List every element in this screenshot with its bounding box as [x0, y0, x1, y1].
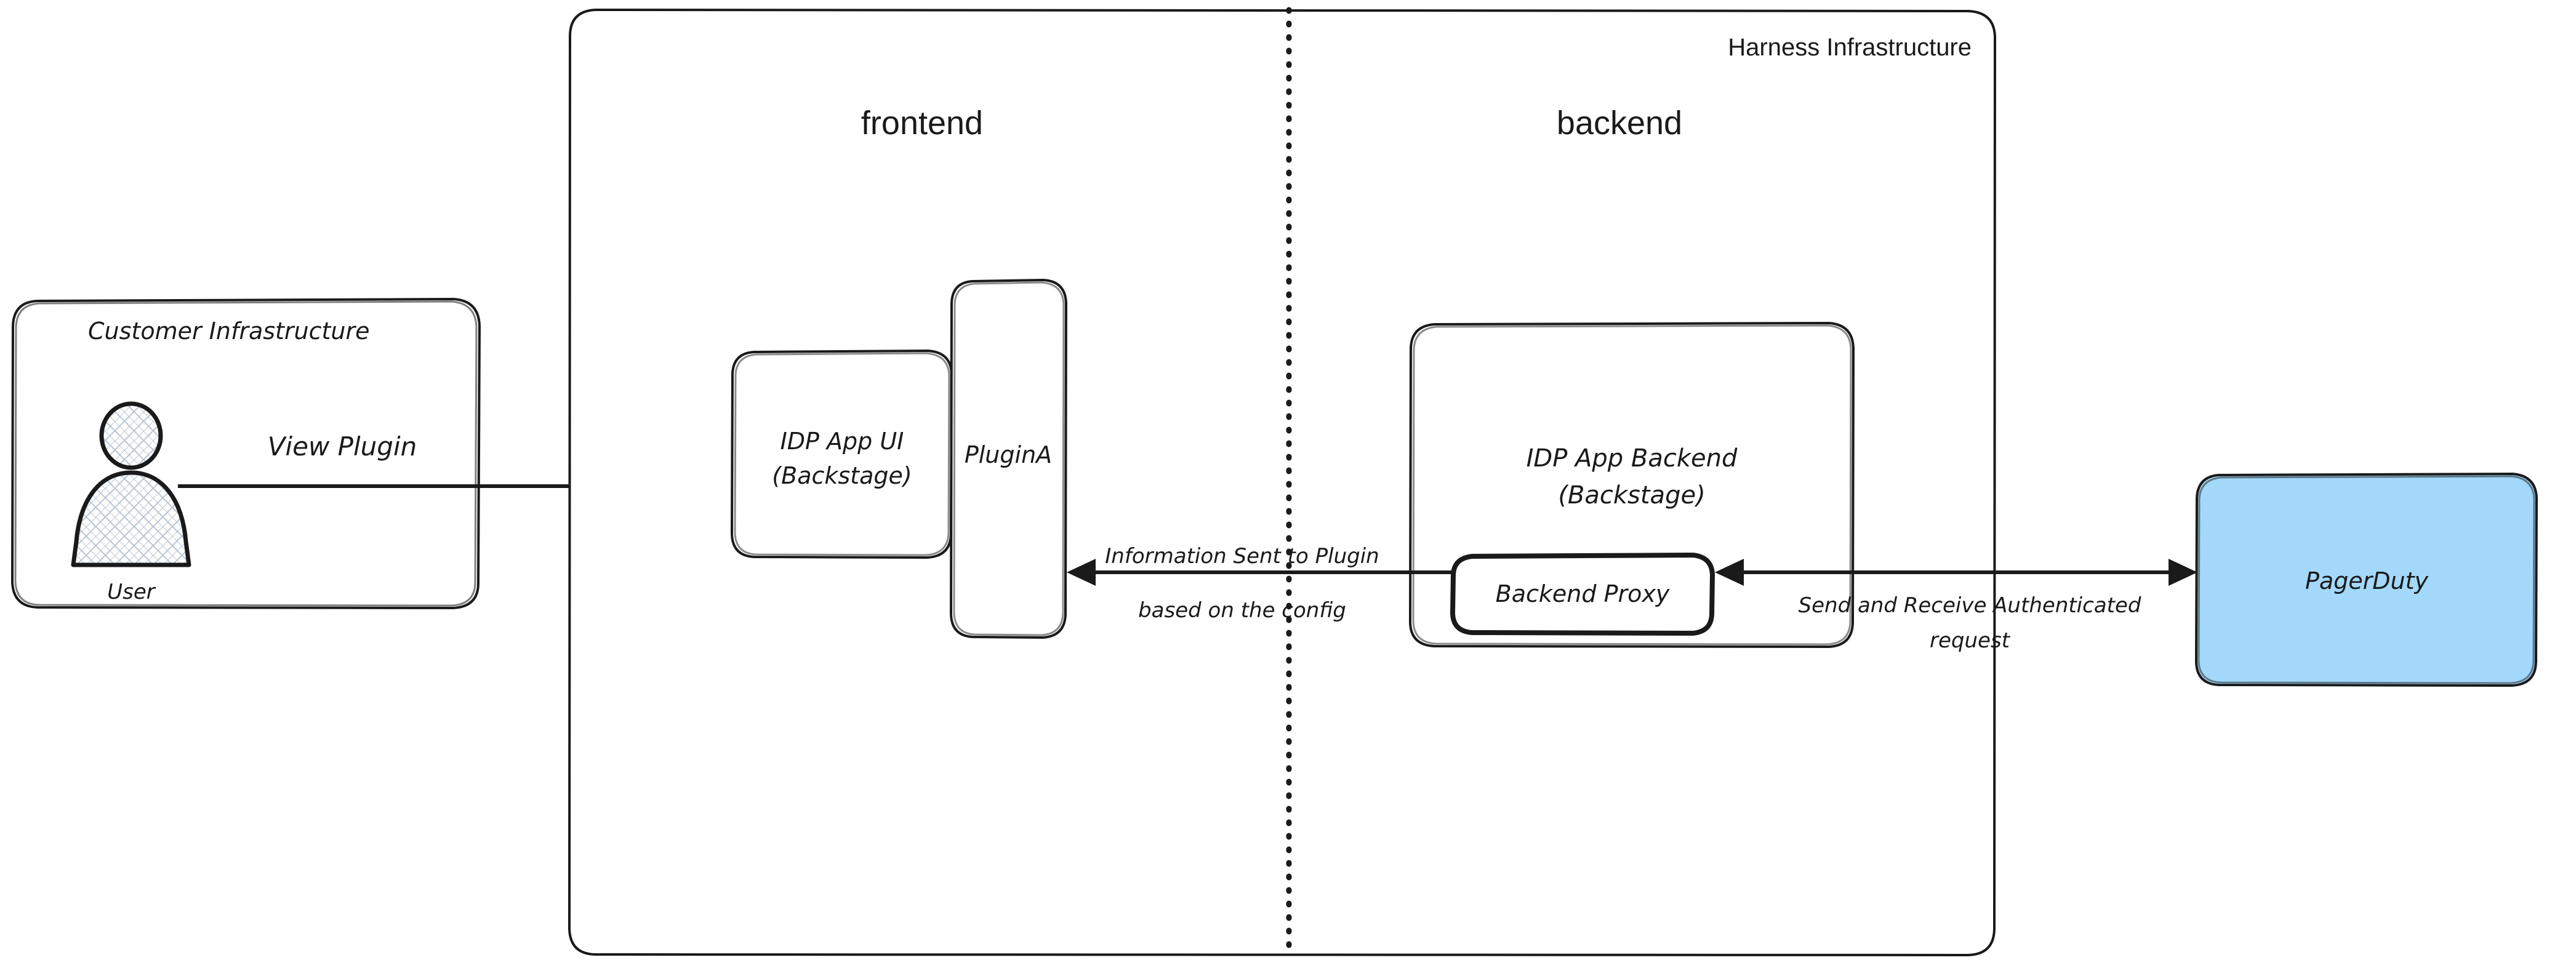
- pagerduty-label: PagerDuty: [2305, 567, 2429, 594]
- pagerduty-shape: [2195, 473, 2538, 687]
- edge-information-to-plugin-label-line2: based on the config: [1138, 598, 1346, 623]
- actor-body-icon: [71, 470, 191, 567]
- edge-view-plugin-label: View Plugin: [268, 431, 417, 462]
- plugin-a-label: PluginA: [965, 441, 1052, 468]
- edge-authenticated-request-label-line1: Send and Receive Authenticated: [1799, 593, 2141, 618]
- plugin-a-node: PluginA: [950, 279, 1067, 639]
- idp-app-backend-node: IDP App Backend (Backstage) Backend Prox…: [1409, 322, 1855, 648]
- frontend-zone-label: frontend: [861, 105, 983, 142]
- idp-app-ui-node: IDP App UI (Backstage): [731, 350, 953, 559]
- edge-information-to-plugin-label-line1: Information Sent to Plugin: [1105, 544, 1379, 569]
- idp-app-ui-label-line2: (Backstage): [772, 462, 912, 489]
- backend-proxy-node: Backend Proxy: [1450, 553, 1715, 636]
- backend-zone-label: backend: [1557, 105, 1682, 142]
- harness-infrastructure-container: Harness Infrastructure frontend backend: [568, 7, 1996, 958]
- arrowhead-left: [1715, 559, 1744, 586]
- idp-app-backend-label-line2: (Backstage): [1558, 481, 1705, 510]
- harness-infrastructure-label: Harness Infrastructure: [1728, 34, 1972, 61]
- user-label: User: [107, 580, 156, 604]
- pagerduty-shape-sketch: [2197, 475, 2535, 684]
- pagerduty-node: PagerDuty: [2195, 473, 2538, 687]
- backend-proxy-label: Backend Proxy: [1496, 580, 1670, 607]
- edge-information-to-plugin: Information Sent to Plugin based on the …: [1067, 544, 1453, 623]
- actor-person-icon: [99, 401, 163, 470]
- idp-app-ui-label-line1: IDP App UI: [780, 428, 904, 455]
- idp-app-backend-label-line1: IDP App Backend: [1527, 444, 1738, 473]
- edge-authenticated-request: Send and Receive Authenticated request: [1715, 559, 2197, 653]
- edge-authenticated-request-label-line2: request: [1930, 628, 2011, 653]
- arrowhead-right: [2169, 559, 2197, 586]
- user-actor: User: [71, 401, 191, 604]
- customer-infrastructure-label: Customer Infrastructure: [88, 318, 370, 345]
